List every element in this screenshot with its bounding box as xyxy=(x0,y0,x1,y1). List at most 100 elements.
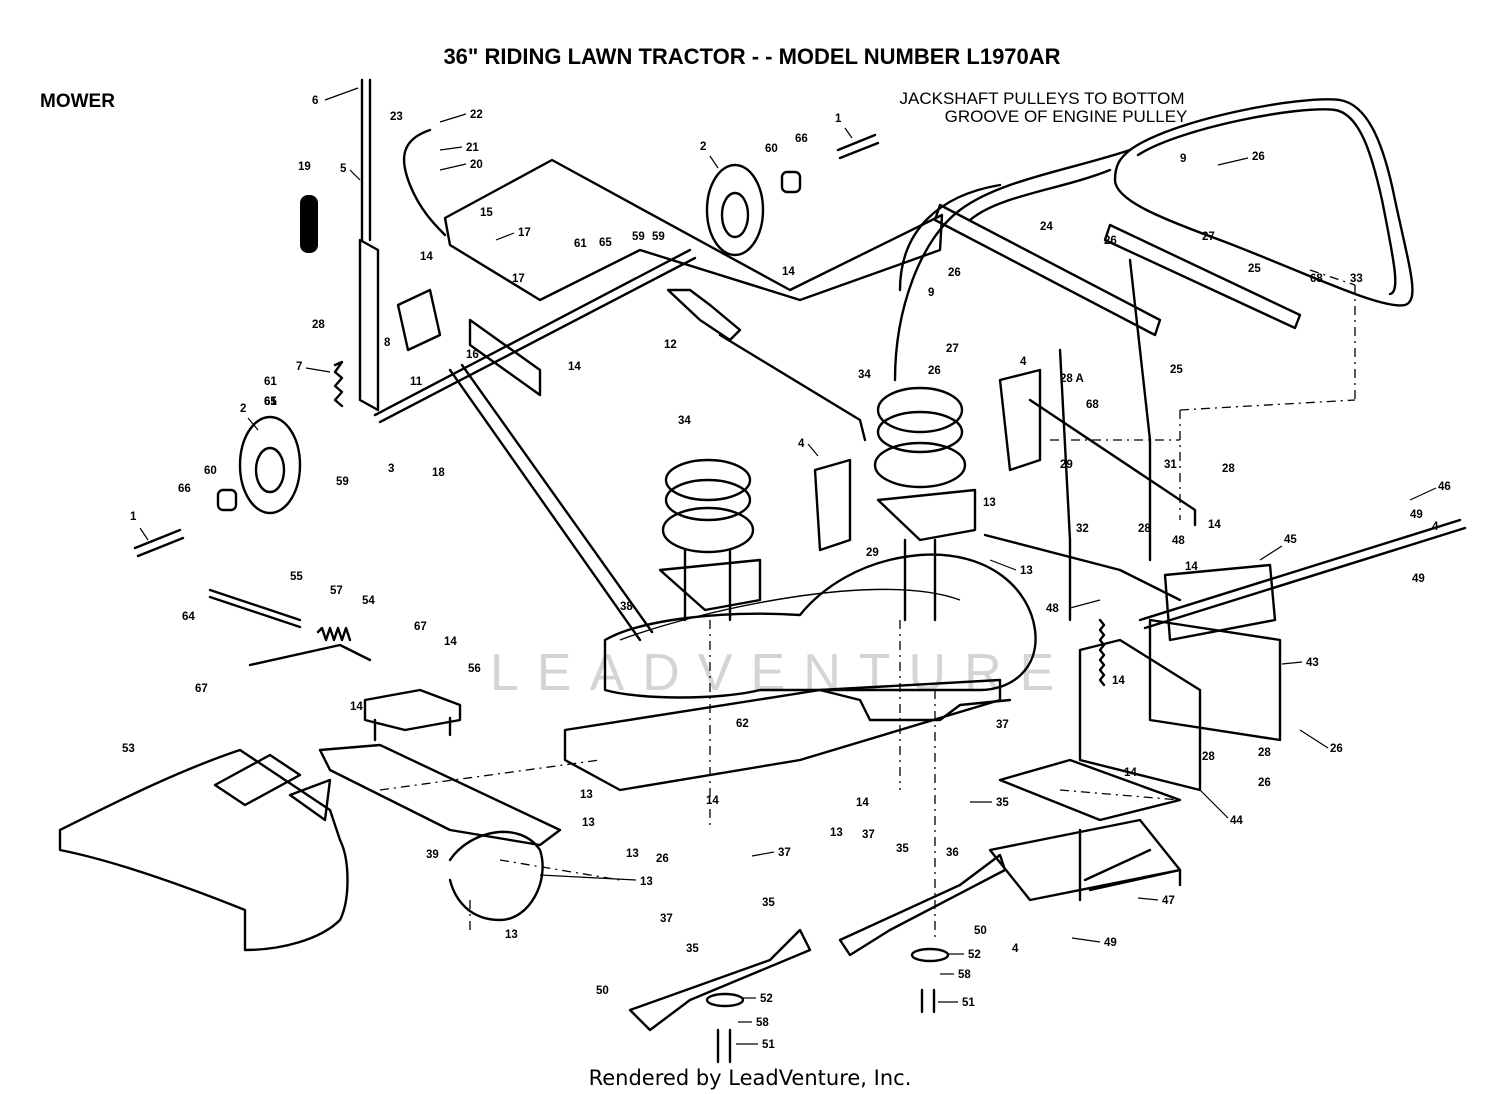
svg-text:44: 44 xyxy=(1230,815,1243,827)
svg-text:28: 28 xyxy=(1138,523,1151,535)
svg-text:20: 20 xyxy=(470,159,483,171)
svg-text:39: 39 xyxy=(426,849,439,861)
svg-text:13: 13 xyxy=(505,929,518,941)
idler-arm-25 xyxy=(1103,223,1302,330)
svg-text:60: 60 xyxy=(204,465,217,477)
callout: 68 xyxy=(1086,399,1099,411)
svg-text:28: 28 xyxy=(312,319,325,331)
frame-upright xyxy=(1058,258,1152,622)
mower-deck xyxy=(603,553,1037,699)
callout: 2 xyxy=(700,141,719,169)
svg-text:11: 11 xyxy=(410,376,423,388)
callout: 24 xyxy=(1040,221,1053,233)
callout: 43 xyxy=(1281,657,1319,669)
svg-text:55: 55 xyxy=(290,571,303,583)
callout: 14 xyxy=(350,701,363,713)
svg-text:26: 26 xyxy=(1104,235,1117,247)
bracket-29-right xyxy=(998,368,1042,472)
svg-text:17: 17 xyxy=(518,227,531,239)
svg-text:21: 21 xyxy=(466,142,479,154)
svg-text:49: 49 xyxy=(1412,573,1425,585)
rod-55 xyxy=(208,588,302,629)
svg-text:14: 14 xyxy=(1208,519,1221,531)
svg-text:29: 29 xyxy=(866,547,879,559)
callout: 49 xyxy=(1071,937,1117,949)
callout: 14 xyxy=(706,795,719,807)
callout: 29 xyxy=(1060,459,1073,471)
callout: 28 xyxy=(1202,751,1215,763)
svg-text:49: 49 xyxy=(1104,937,1117,949)
lift-link-arm xyxy=(448,363,654,642)
svg-text:18: 18 xyxy=(432,467,445,479)
rod-32 xyxy=(983,533,1182,602)
callout: 28 xyxy=(312,319,325,331)
svg-text:59: 59 xyxy=(336,476,349,488)
callout: 51 xyxy=(938,997,975,1009)
callout: 34 xyxy=(858,369,871,381)
svg-text:26: 26 xyxy=(1252,151,1265,163)
lever-spring-7 xyxy=(333,360,344,408)
callout: 4 xyxy=(1432,521,1439,533)
svg-text:37: 37 xyxy=(660,913,673,925)
svg-text:26: 26 xyxy=(656,853,669,865)
svg-text:54: 54 xyxy=(362,595,375,607)
svg-text:58: 58 xyxy=(958,969,971,981)
svg-text:50: 50 xyxy=(974,925,987,937)
callout: 33 xyxy=(1350,273,1363,285)
lift-link-47 xyxy=(1078,828,1182,902)
spring-48 xyxy=(1098,618,1106,687)
callout: 36 xyxy=(946,847,959,859)
svg-text:26: 26 xyxy=(928,365,941,377)
svg-text:49: 49 xyxy=(1410,509,1423,521)
callout: 15 xyxy=(480,207,493,219)
callout: 14 xyxy=(782,266,795,278)
callout: 37 xyxy=(660,913,673,925)
svg-text:5: 5 xyxy=(340,163,347,175)
callout: 67 xyxy=(414,621,427,633)
svg-text:61: 61 xyxy=(264,376,277,388)
callout: 13 xyxy=(539,874,653,888)
lever-bracket xyxy=(396,288,442,352)
svg-text:27: 27 xyxy=(946,343,959,355)
callout: 35 xyxy=(686,943,699,955)
blade-bolt-51-right xyxy=(920,988,936,1014)
callout: 35 xyxy=(896,843,909,855)
plate-44-base xyxy=(998,758,1182,822)
svg-text:13: 13 xyxy=(640,876,653,888)
callout: 3 xyxy=(388,463,394,475)
svg-text:26: 26 xyxy=(948,267,961,279)
callout: 18 xyxy=(432,467,445,479)
callout: 61 xyxy=(574,238,587,250)
spindle-pulley-left-groove xyxy=(664,478,752,522)
svg-text:68: 68 xyxy=(1086,399,1099,411)
svg-text:59: 59 xyxy=(632,231,645,243)
svg-text:13: 13 xyxy=(1020,565,1033,577)
callout: 4 xyxy=(798,438,819,457)
callout: 13 xyxy=(983,497,996,509)
svg-text:43: 43 xyxy=(1306,657,1319,669)
callout: 26 xyxy=(656,853,669,865)
svg-text:14: 14 xyxy=(1185,561,1198,573)
spindle-pulley-right xyxy=(876,386,964,434)
svg-text:26: 26 xyxy=(1330,743,1343,755)
svg-text:64: 64 xyxy=(182,611,195,623)
callout: 28 xyxy=(1138,523,1151,535)
callout: 14 xyxy=(1112,675,1125,687)
callout: 21 xyxy=(439,142,479,154)
svg-text:14: 14 xyxy=(1124,767,1137,779)
line-art xyxy=(58,78,1467,1064)
callout: 35 xyxy=(762,897,775,909)
svg-text:24: 24 xyxy=(1040,221,1053,233)
callout: 13 xyxy=(582,817,595,829)
spacer-60-left xyxy=(216,488,238,512)
callout: 68 xyxy=(1310,273,1323,285)
svg-text:37: 37 xyxy=(996,719,1009,731)
svg-text:28: 28 xyxy=(1202,751,1215,763)
svg-text:61: 61 xyxy=(264,396,277,408)
svg-text:25: 25 xyxy=(1170,364,1183,376)
svg-text:12: 12 xyxy=(664,339,677,351)
assembly-note-line-2: GROOVE OF ENGINE PULLEY xyxy=(945,107,1188,126)
svg-text:23: 23 xyxy=(390,111,403,123)
blade-bolt-51-left xyxy=(716,1028,732,1064)
